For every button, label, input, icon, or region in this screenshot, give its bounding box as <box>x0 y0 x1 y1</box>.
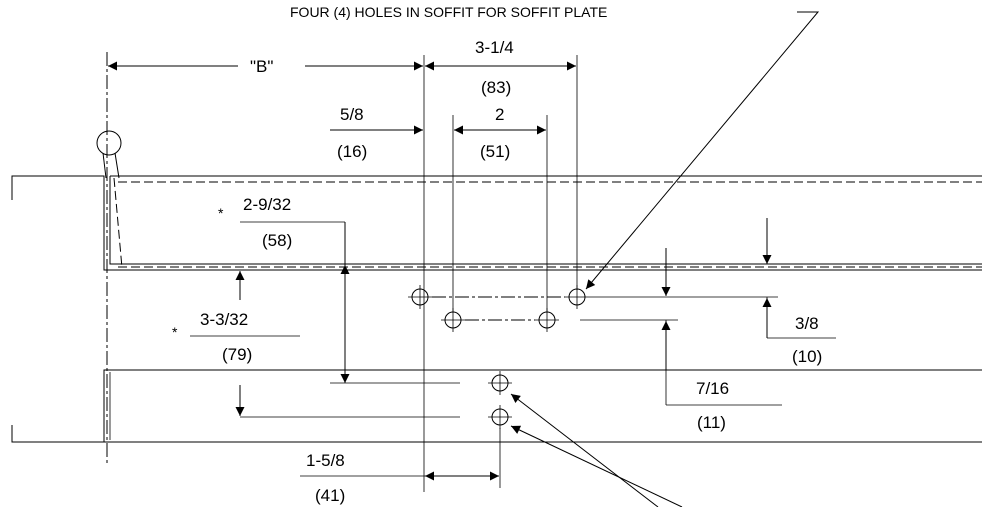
dim-5-8-label: 5/8 <box>340 105 364 124</box>
hole <box>488 405 512 429</box>
hole-row-middle <box>441 308 678 332</box>
dim-3-1-4-mm-label: (83) <box>481 78 511 97</box>
dim-5-8-mm-label: (16) <box>337 142 367 161</box>
dim-1-5-8-label: 1-5/8 <box>306 451 345 470</box>
hole <box>408 285 432 309</box>
dim-3-3-32-label: 3-3/32 <box>200 310 248 329</box>
dim-2-9-32-mm-label: (58) <box>262 231 292 250</box>
dim-3-3-32-mm-label: (79) <box>222 345 252 364</box>
dim-2-label: 2 <box>495 105 504 124</box>
dim-b-label: "B" <box>250 57 273 76</box>
pin-symbol <box>96 130 122 179</box>
dim-2-mm-label: (51) <box>480 142 510 161</box>
leader-lines <box>510 11 820 507</box>
hole-row-lower <box>488 371 512 429</box>
asterisk-lower: * <box>172 324 178 340</box>
dim-7-16-mm-label: (11) <box>697 413 726 432</box>
hole-row-upper <box>408 285 778 309</box>
dimension-lines <box>108 61 772 481</box>
callout-soffit-holes: FOUR (4) HOLES IN SOFFIT FOR SOFFIT PLAT… <box>290 4 607 20</box>
dim-3-8-label: 3/8 <box>795 314 819 333</box>
dim-3-1-4-label: 3-1/4 <box>475 38 514 57</box>
dim-7-16-label: 7/16 <box>696 379 729 398</box>
dim-1-5-8-mm-label: (41) <box>315 486 345 505</box>
asterisk-upper: * <box>218 205 224 221</box>
dim-3-8-mm-label: (10) <box>792 347 822 366</box>
dim-2-9-32-label: 2-9/32 <box>243 195 291 214</box>
hole <box>488 371 512 395</box>
frame-outline <box>11 175 982 443</box>
